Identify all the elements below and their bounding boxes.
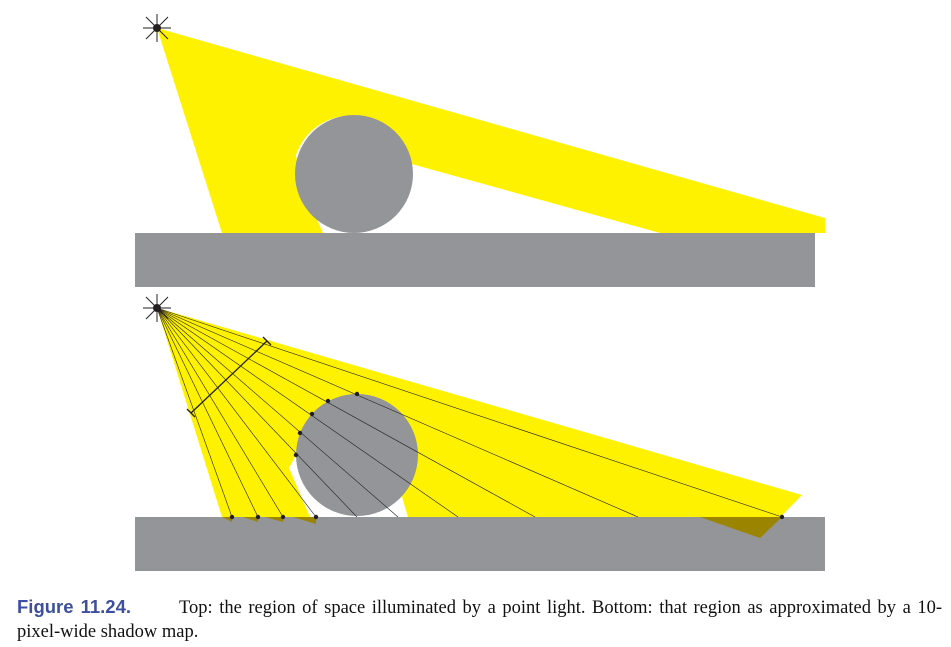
shadow-map-rays [156, 307, 783, 518]
figure-caption: Figure 11.24.Top: the region of space il… [17, 595, 942, 644]
point-light-icon [143, 14, 171, 42]
shadow-overlap [222, 517, 782, 538]
shadow-map-region [157, 308, 802, 538]
bottom-panel [135, 294, 825, 571]
sample-points [229, 391, 785, 520]
ground-plane [135, 517, 825, 571]
point-light-icon [143, 294, 171, 322]
figure-label: Figure 11.24. [17, 596, 132, 617]
sphere-occluder [296, 394, 418, 516]
top-panel [135, 14, 825, 287]
illustration [135, 14, 825, 571]
illuminated-region [157, 28, 825, 233]
sphere-occluder [295, 115, 413, 233]
caption-text: Top: the region of space illuminated by … [17, 598, 942, 642]
image-plane [186, 336, 272, 418]
ground-plane [135, 233, 815, 287]
